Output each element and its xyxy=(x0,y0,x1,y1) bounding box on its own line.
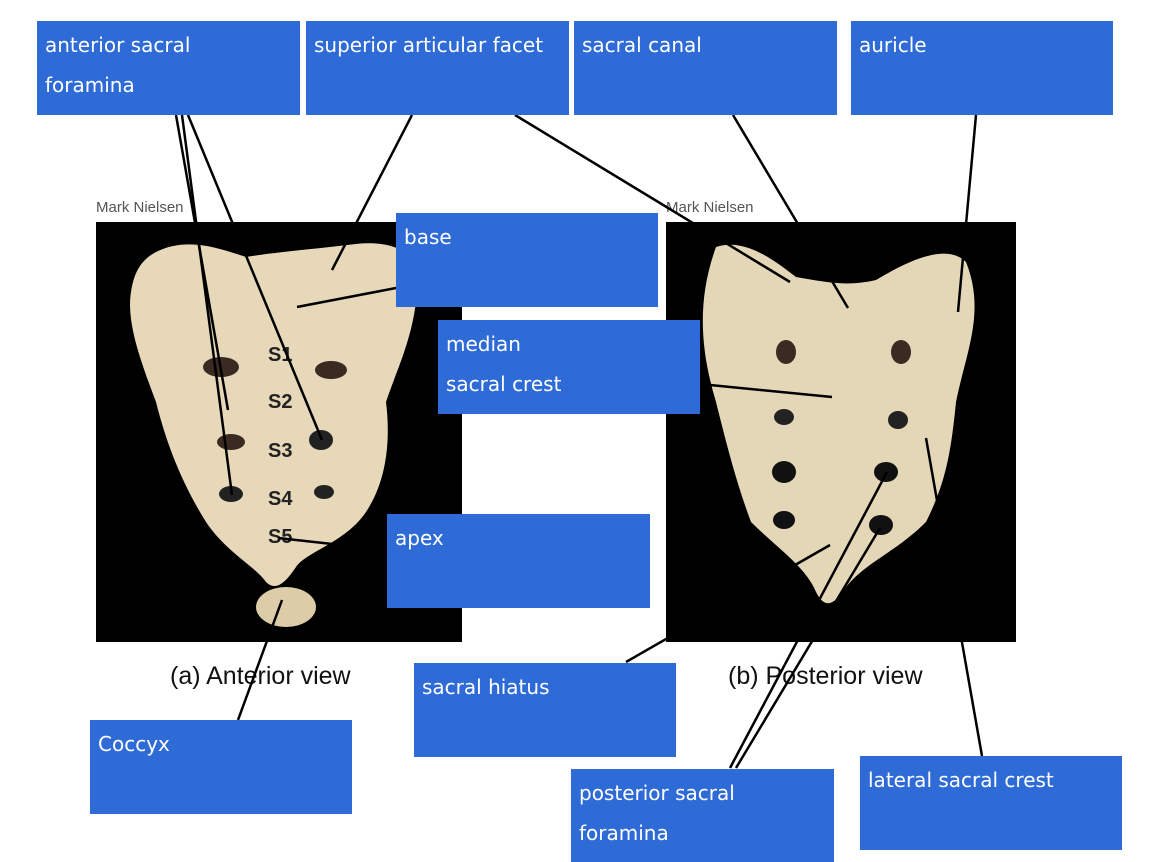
label-text-line: foramina xyxy=(579,821,669,845)
label-text-line: sacral crest xyxy=(446,372,562,396)
photo-credit-left: Mark Nielsen xyxy=(96,199,184,216)
leader-line xyxy=(236,599,284,721)
segment-label-s1: S1 xyxy=(268,344,293,366)
leader-line xyxy=(625,543,831,664)
leader-line xyxy=(728,471,889,769)
leader-line xyxy=(514,113,791,284)
leader-line xyxy=(180,114,234,496)
leader-line xyxy=(731,114,850,309)
leader-line xyxy=(277,536,388,552)
label-text-line: base xyxy=(404,225,452,249)
leader-line xyxy=(330,114,414,271)
label-auricle[interactable]: auricle xyxy=(851,21,1113,115)
leader-line xyxy=(699,382,833,399)
sacrum-posterior-illustration xyxy=(702,244,975,604)
label-posterior-sacral-foramina[interactable]: posterior sacral foramina xyxy=(571,769,834,862)
leader-line xyxy=(186,114,324,441)
label-text-line: apex xyxy=(395,526,444,550)
posterior-view-photo xyxy=(666,222,1016,642)
leader-line xyxy=(734,527,882,769)
label-sacral-hiatus[interactable]: sacral hiatus xyxy=(414,663,676,757)
label-text-line: sacral canal xyxy=(582,33,702,57)
label-text-line: Coccyx xyxy=(98,732,170,756)
label-sacral-canal[interactable]: sacral canal xyxy=(574,21,837,115)
label-text-line: superior articular facet xyxy=(314,33,544,57)
anterior-view-caption: (a) Anterior view xyxy=(170,662,351,690)
label-median-sacral-crest[interactable]: median sacral crest xyxy=(438,320,700,414)
leader-line xyxy=(956,114,978,313)
label-lateral-sacral-crest[interactable]: lateral sacral crest xyxy=(860,756,1122,850)
label-text-line: sacral hiatus xyxy=(422,675,550,699)
label-text-line: anterior sacral xyxy=(45,33,191,57)
label-base[interactable]: base xyxy=(396,213,658,307)
segment-label-s4: S4 xyxy=(268,488,293,510)
segment-label-s2: S2 xyxy=(268,391,293,413)
leader-line xyxy=(296,286,397,309)
label-coccyx[interactable]: Coccyx xyxy=(90,720,352,814)
segment-label-s3: S3 xyxy=(268,440,293,462)
sacrum-anterior-illustration xyxy=(130,243,418,627)
label-anterior-sacral-foramina[interactable]: anterior sacral foramina xyxy=(37,21,300,115)
label-text-line: foramina xyxy=(45,73,135,97)
posterior-view-caption: (b) Posterior view xyxy=(728,662,923,690)
photo-credit-right: Mark Nielsen xyxy=(666,199,754,216)
label-apex[interactable]: apex xyxy=(387,514,650,608)
label-text-line: median xyxy=(446,332,521,356)
label-text-line: lateral sacral crest xyxy=(868,768,1054,792)
label-superior-articular-facet[interactable]: superior articular facet xyxy=(306,21,569,115)
leader-line xyxy=(924,437,984,757)
label-text-line: posterior sacral xyxy=(579,781,735,805)
label-text-line: auricle xyxy=(859,33,927,57)
